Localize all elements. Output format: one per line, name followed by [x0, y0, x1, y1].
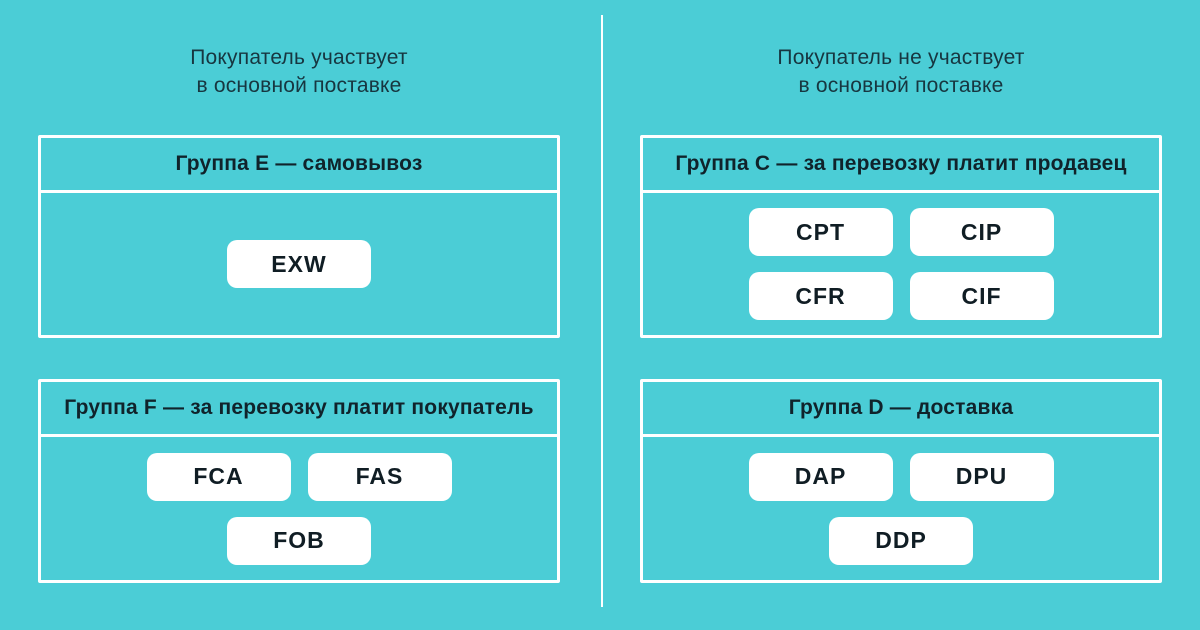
term-pill-exw: EXW [227, 240, 371, 288]
pill-row: FOB [227, 516, 371, 565]
term-pill-cif: CIF [909, 272, 1054, 320]
group-d-header: Группа D — доставка [643, 382, 1159, 437]
group-box-f: Группа F — за перевозку платит покупател… [38, 379, 560, 583]
pill-row: CPT CIP [748, 208, 1054, 256]
term-pill-fas: FAS [307, 452, 452, 501]
pill-row: EXW [227, 240, 371, 288]
term-pill-ddp: DDP [829, 516, 973, 565]
group-box-d: Группа D — доставка DAP DPU DDP [640, 379, 1162, 583]
column-title-line1: Покупатель участвует [190, 46, 408, 69]
group-e-header: Группа E — самовывоз [41, 138, 557, 193]
group-d-body: DAP DPU DDP [643, 437, 1159, 580]
group-box-c: Группа C — за перевозку платит продавец … [640, 135, 1162, 338]
column-title-buyer-participates: Покупатель участвует в основной поставке [38, 44, 560, 100]
term-pill-cpt: CPT [748, 208, 893, 256]
pill-row: FCA FAS [146, 452, 452, 501]
term-pill-dap: DAP [748, 452, 893, 501]
column-title-line2: в основной поставке [798, 74, 1004, 97]
column-title-line1: Покупатель не участвует [777, 46, 1025, 69]
group-f-header: Группа F — за перевозку платит покупател… [41, 382, 557, 437]
term-pill-fca: FCA [146, 452, 291, 501]
pill-row: DDP [829, 516, 973, 565]
term-pill-cfr: CFR [748, 272, 893, 320]
group-box-e: Группа E — самовывоз EXW [38, 135, 560, 338]
pill-row: DAP DPU [748, 452, 1054, 501]
group-c-header: Группа C — за перевозку платит продавец [643, 138, 1159, 193]
pill-row: CFR CIF [748, 272, 1054, 320]
group-f-body: FCA FAS FOB [41, 437, 557, 580]
column-divider [601, 15, 603, 607]
term-pill-cip: CIP [909, 208, 1054, 256]
term-pill-fob: FOB [227, 516, 371, 565]
column-title-buyer-not-participates: Покупатель не участвует в основной поста… [640, 44, 1162, 100]
group-e-body: EXW [41, 193, 557, 335]
group-c-body: CPT CIP CFR CIF [643, 193, 1159, 335]
term-pill-dpu: DPU [909, 452, 1054, 501]
column-title-line2: в основной поставке [196, 74, 402, 97]
